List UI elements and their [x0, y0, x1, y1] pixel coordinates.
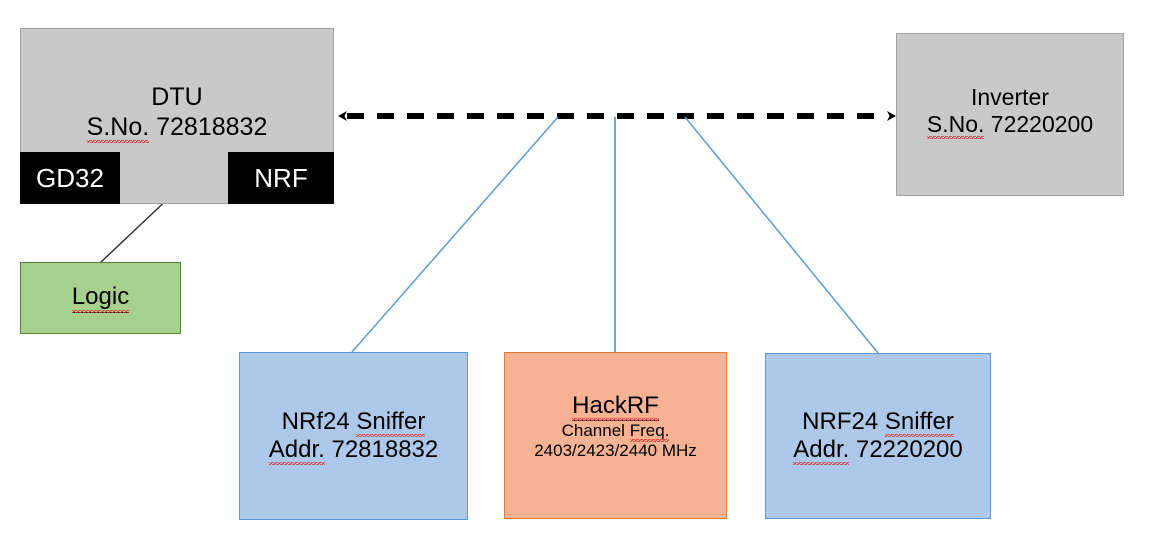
hackrf-title-text: HackRF: [572, 392, 659, 422]
sniffer-left-title-b: Sniffer: [356, 407, 426, 438]
sniffer-left-title-a: NRf24: [281, 407, 350, 435]
inverter-serial: S.No. 72220200: [926, 111, 1094, 140]
hackrf-channel-word: Channel: [561, 421, 625, 441]
dtu-serial-value: 72818832: [156, 112, 268, 141]
sniffer-left-title: NRf24 Sniffer: [281, 407, 426, 438]
inverter-title: Inverter: [971, 84, 1049, 110]
inverter-serial-prefix: S.No.: [926, 111, 985, 140]
hackrf-channel-label: Channel Freq.: [561, 421, 670, 443]
dtu-serial: S.No. 72818832: [86, 112, 268, 143]
sniffer-right-addr: Addr. 72220200: [793, 436, 963, 466]
dtu-serial-prefix: S.No.: [86, 112, 150, 143]
node-logic-analyzer[interactable]: Logic: [20, 262, 181, 334]
nrf-label: NRF: [254, 162, 308, 193]
node-nrf[interactable]: NRF: [228, 152, 334, 204]
sniffer-right-addr-prefix: Addr.: [793, 436, 850, 466]
sniffer-right-addr-value: 72220200: [855, 436, 963, 463]
hackrf-title: HackRF: [572, 392, 659, 422]
sniffer-right-title-b: Sniffer: [884, 407, 954, 438]
sniffer-left-addr: Addr. 72818832: [268, 436, 439, 466]
sniffer-left-addr-prefix: Addr.: [268, 436, 325, 466]
node-sniffer-right[interactable]: NRF24 Sniffer Addr. 72220200: [765, 353, 991, 519]
sniffer-right-tap-line: [684, 116, 879, 354]
node-sniffer-left[interactable]: NRf24 Sniffer Addr. 72818832: [239, 352, 468, 520]
sniffer-right-title-a: NRF24: [802, 407, 879, 435]
node-inverter[interactable]: Inverter S.No. 72220200: [896, 33, 1124, 196]
dtu-title: DTU: [151, 83, 203, 111]
sniffer-left-tap-line: [351, 116, 559, 353]
hackrf-frequencies: 2403/2423/2440 MHz: [534, 441, 697, 461]
inverter-serial-value: 72220200: [990, 111, 1094, 138]
node-gd32[interactable]: GD32: [20, 152, 120, 204]
hackrf-freq-word: Freq.: [629, 421, 670, 443]
logic-label: Logic: [71, 283, 130, 313]
sniffer-left-addr-value: 72818832: [331, 436, 439, 463]
gd32-label: GD32: [36, 162, 104, 193]
sniffer-right-title: NRF24 Sniffer: [802, 407, 954, 438]
node-hackrf[interactable]: HackRF Channel Freq. 2403/2423/2440 MHz: [504, 352, 727, 519]
